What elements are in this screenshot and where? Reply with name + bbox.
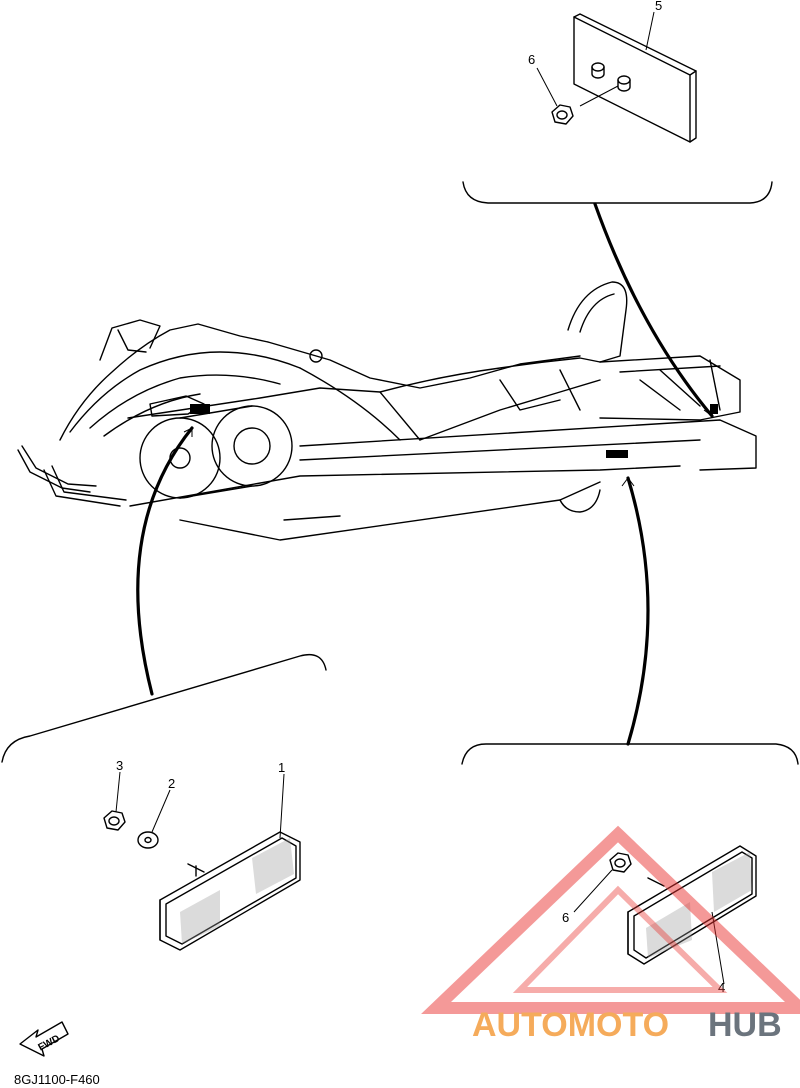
watermark-text-hub: HUB xyxy=(708,1006,782,1044)
bottom-left-detail-panel: 1 2 3 xyxy=(1,653,327,951)
nut-part-right xyxy=(609,852,632,873)
callout-2: 2 xyxy=(168,776,175,791)
bogie-wheels xyxy=(139,405,293,499)
fwd-arrow: FWD xyxy=(19,1021,69,1057)
pointer-curves xyxy=(136,202,715,746)
reflector-part-left xyxy=(159,831,301,951)
fwd-label: FWD xyxy=(36,1033,61,1053)
callout-5: 5 xyxy=(655,0,662,13)
watermark-triangle-icon xyxy=(421,825,800,1014)
washer-part xyxy=(137,831,159,849)
plate-marker xyxy=(710,404,718,414)
callout-6-bottom: 6 xyxy=(562,910,569,925)
callout-6-top: 6 xyxy=(528,52,535,67)
callout-4: 4 xyxy=(718,980,725,995)
watermark-text-auto: AUTOMOTO xyxy=(472,1006,669,1044)
side-reflector-marker-rear xyxy=(606,450,628,458)
reflector-part-right xyxy=(627,845,757,965)
callout-3: 3 xyxy=(116,758,123,773)
license-plate-part xyxy=(573,13,697,143)
diagram-code: 8GJ1100-F460 xyxy=(14,1072,100,1087)
automotohub-watermark: AUTOMOTO HUB xyxy=(421,825,800,1044)
top-detail-panel: 5 6 xyxy=(462,0,773,204)
callout-1: 1 xyxy=(278,760,285,775)
nut-part-top xyxy=(551,104,574,125)
snowmobile-illustration xyxy=(17,281,757,541)
nut-part-left xyxy=(103,810,126,831)
bottom-right-detail-panel: 6 4 xyxy=(461,743,799,995)
side-reflector-marker-front xyxy=(190,404,210,414)
